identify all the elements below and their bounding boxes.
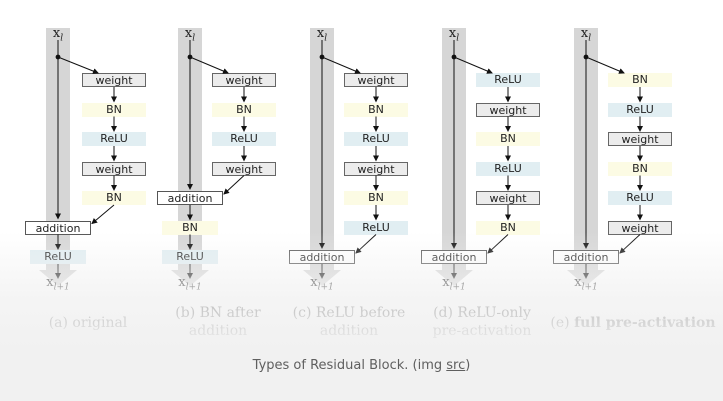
layer-relu-0-2: ReLU — [82, 132, 146, 146]
x-input-label-4: xl — [564, 26, 608, 44]
layer-relu-4-1: ReLU — [608, 102, 672, 117]
layer-bn-2-4: BN — [344, 191, 408, 205]
merge-wire-0 — [91, 204, 115, 225]
x-input-label-0: xl — [36, 26, 80, 44]
x-input-text: x — [316, 26, 325, 41]
x-input-sub: l — [192, 33, 196, 44]
layer-weight-1-0: weight — [212, 73, 276, 87]
layer-bn-0-4: BN — [82, 191, 146, 205]
x-input-label-3: xl — [432, 26, 476, 44]
x-input-sub: l — [456, 33, 460, 44]
x-input-label-2: xl — [300, 26, 344, 44]
layer-weight-3-4: weight — [476, 191, 540, 205]
branch-wire-0 — [57, 56, 99, 74]
layer-bn-0-1: BN — [82, 102, 146, 117]
layer-weight-0-3: weight — [82, 161, 146, 176]
x-input-text: x — [448, 26, 457, 41]
addition-box-0: addition — [25, 220, 91, 235]
layer-bn-1-1: BN — [212, 102, 276, 117]
page-caption-text: Types of Residual Block. (img — [252, 358, 447, 373]
x-input-label-1: xl — [168, 26, 212, 44]
layer-weight-3-1: weight — [476, 102, 540, 117]
layer-bn-4-0: BN — [608, 73, 672, 87]
x-input-text: x — [52, 26, 61, 41]
x-input-sub: l — [324, 33, 328, 44]
branch-wire-2 — [321, 56, 361, 74]
page-caption: Types of Residual Block. (img src) — [0, 358, 723, 373]
page-caption-end: ) — [465, 358, 471, 373]
x-input-text: x — [580, 26, 589, 41]
layer-relu-4-4: ReLU — [608, 191, 672, 205]
post-bn-1-0: BN — [162, 220, 218, 235]
layer-weight-1-3: weight — [212, 161, 276, 176]
layer-bn-3-2: BN — [476, 132, 540, 146]
layer-bn-2-1: BN — [344, 102, 408, 117]
x-input-sub: l — [588, 33, 592, 44]
src-link[interactable]: src — [446, 358, 466, 373]
layer-relu-3-0: ReLU — [476, 73, 540, 87]
merge-wire-2 — [355, 234, 377, 254]
x-input-text: x — [184, 26, 193, 41]
layer-weight-2-0: weight — [344, 73, 408, 87]
addition-box-1: addition — [157, 191, 223, 205]
branch-wire-4 — [585, 56, 625, 74]
layer-relu-2-5: ReLU — [344, 220, 408, 235]
layer-weight-4-2: weight — [608, 132, 672, 146]
layer-weight-0-0: weight — [82, 73, 146, 87]
layer-relu-2-2: ReLU — [344, 132, 408, 146]
layer-weight-2-3: weight — [344, 161, 408, 176]
layer-relu-1-2: ReLU — [212, 132, 276, 146]
merge-wire-1 — [223, 175, 245, 195]
merge-wire-3 — [487, 234, 509, 254]
connection-wires — [55, 40, 643, 279]
layer-weight-4-5: weight — [608, 220, 672, 235]
layer-bn-4-3: BN — [608, 161, 672, 176]
branch-wire-1 — [189, 56, 229, 74]
x-input-sub: l — [60, 33, 64, 44]
merge-wire-4 — [619, 234, 641, 254]
layer-bn-3-5: BN — [476, 220, 540, 235]
branch-wire-3 — [453, 56, 493, 74]
layer-relu-3-3: ReLU — [476, 161, 540, 176]
